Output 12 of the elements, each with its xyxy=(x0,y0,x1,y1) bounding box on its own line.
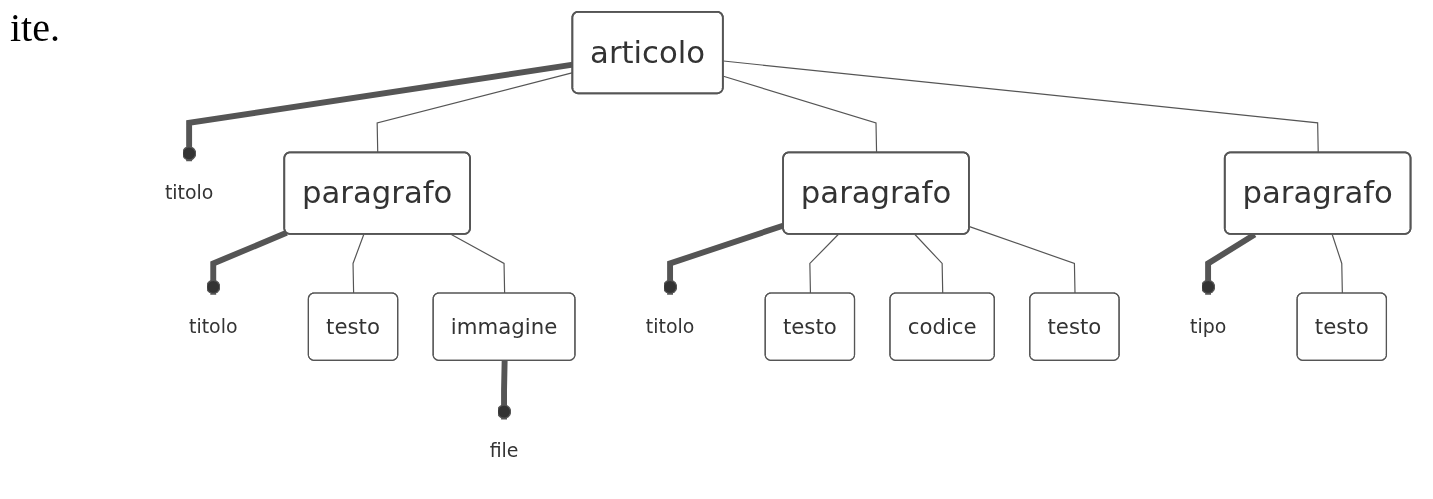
node-text: titolo xyxy=(189,314,238,338)
connector xyxy=(1200,232,1257,295)
connector xyxy=(662,222,785,295)
node-text: titolo xyxy=(645,314,695,338)
connector xyxy=(722,75,878,154)
node-text: titolo xyxy=(164,181,214,204)
connector xyxy=(206,230,288,295)
connector xyxy=(496,360,512,420)
text-fragment: ite. xyxy=(10,4,60,51)
node-text: file xyxy=(489,439,519,462)
node-text: tipo xyxy=(1189,314,1227,338)
connector xyxy=(722,60,1319,154)
